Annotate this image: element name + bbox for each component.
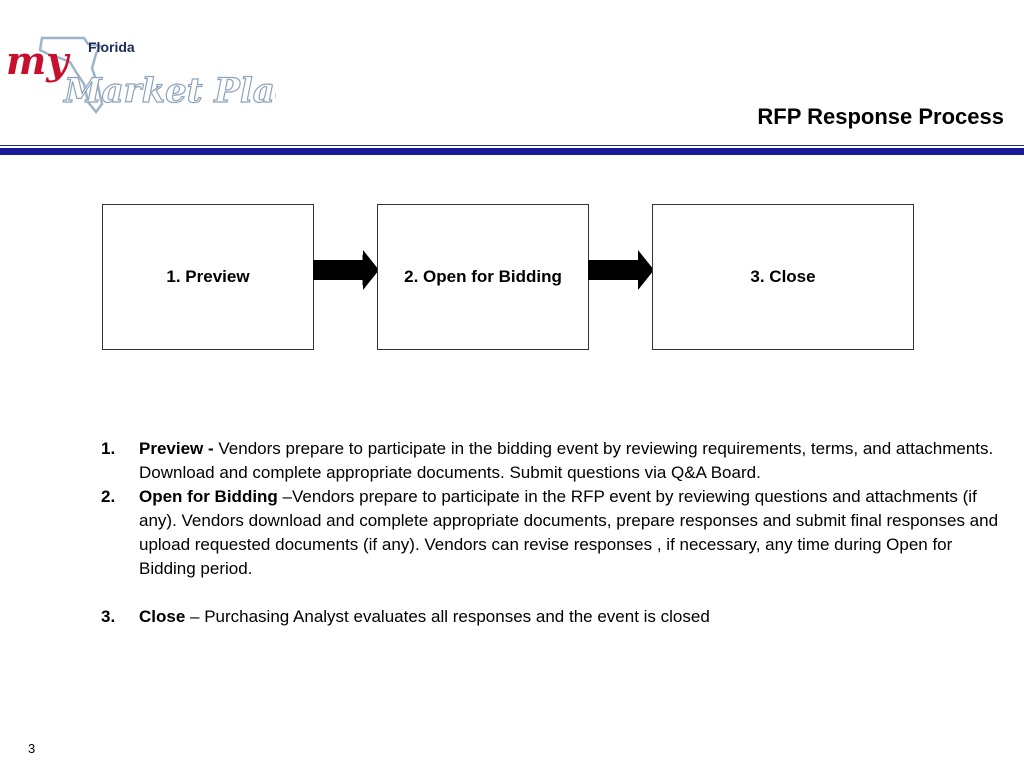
step-description-preview: 1. Preview - Vendors prepare to participa… <box>101 437 1001 485</box>
description-term: Open for Bidding <box>139 487 278 506</box>
description-term: Close <box>139 607 186 626</box>
logo-florida-text: Florida <box>88 39 135 55</box>
list-number: 1. <box>101 439 116 458</box>
list-number: 3. <box>101 607 116 626</box>
step-description-close: 3. Close – Purchasing Analyst evaluates a… <box>101 605 1001 629</box>
logo-market-place-text: Market Place <box>63 71 276 111</box>
process-step-preview: 1. Preview <box>102 204 314 350</box>
process-step-label: 1. Preview <box>166 267 250 286</box>
logo-graphic: my Florida Market Place <box>6 36 276 115</box>
myfloridamarketplace-logo: my Florida Market Place <box>4 28 276 124</box>
description-text: –Vendors prepare to participate in the R… <box>139 487 999 578</box>
process-step-label: 3. Close <box>750 267 816 286</box>
list-number: 2. <box>101 487 116 506</box>
process-step-open-for-bidding: 2. Open for Bidding <box>377 204 589 350</box>
header-rule <box>0 148 1024 155</box>
logo-my-text: my <box>6 38 71 83</box>
right-arrow-icon <box>313 250 379 290</box>
process-step-close: 3. Close <box>652 204 914 350</box>
step-description-open-for-bidding: 2. Open for Bidding –Vendors prepare to p… <box>101 485 1001 581</box>
process-step-label: 2. Open for Bidding <box>404 267 562 286</box>
description-term: Preview - <box>139 439 214 458</box>
step-description-list: 1. Preview - Vendors prepare to participa… <box>101 437 1001 629</box>
florida-shape-icon <box>38 36 104 115</box>
description-text: Vendors prepare to participate in the bi… <box>139 439 994 482</box>
right-arrow-icon <box>588 250 654 290</box>
page-number: 3 <box>28 741 36 756</box>
slide-title: RFP Response Process <box>757 104 1004 129</box>
header-rule-thin <box>0 145 1024 146</box>
description-text: – Purchasing Analyst evaluates all respo… <box>185 607 710 626</box>
